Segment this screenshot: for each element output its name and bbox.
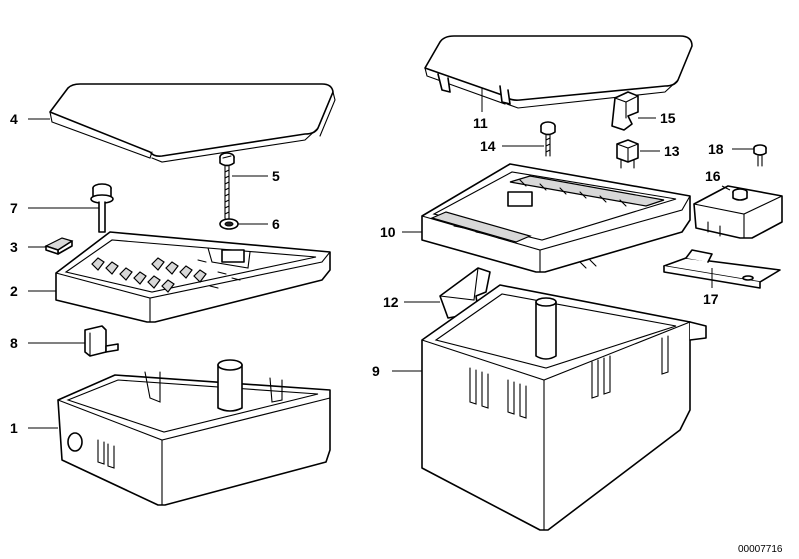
part-16-relay-box: [693, 185, 783, 239]
callout-13: 13: [664, 143, 680, 159]
part-5-screw: [219, 152, 235, 226]
callout-14: 14: [480, 138, 496, 154]
callout-6: 6: [272, 216, 280, 232]
part-4-cover: [49, 83, 336, 163]
part-3-clip: [44, 237, 74, 255]
part-8-bracket: [84, 325, 119, 357]
part-1-housing: [57, 359, 331, 506]
part-6-washer: [219, 218, 239, 230]
callout-2: 2: [10, 283, 18, 299]
part-14-screw: [540, 121, 556, 157]
callout-4: 4: [10, 111, 18, 127]
part-2-fuse-tray: [55, 231, 331, 323]
callout-5: 5: [272, 168, 280, 184]
callout-3: 3: [10, 239, 18, 255]
part-9-housing: [421, 284, 707, 531]
callout-17: 17: [703, 291, 719, 307]
part-17-bracket: [663, 249, 781, 289]
part-13-fuse: [616, 139, 639, 169]
callout-12: 12: [383, 294, 399, 310]
part-15-clip: [611, 91, 639, 131]
callout-9: 9: [372, 363, 380, 379]
callout-8: 8: [10, 335, 18, 351]
part-11-cover: [424, 35, 693, 109]
part-10-fuse-box-top: [421, 163, 691, 273]
part-18-screw: [753, 144, 767, 167]
callout-18: 18: [708, 141, 724, 157]
callout-11: 11: [473, 115, 488, 131]
callout-15: 15: [660, 110, 676, 126]
callout-labels: 1 2 3 4 5 6 7 8 9 10 11 12 13 14 15 16 1…: [10, 110, 724, 436]
leader-lines: [28, 88, 754, 429]
reference-number: 00007716: [738, 544, 783, 555]
callout-1: 1: [10, 420, 18, 436]
callout-16: 16: [705, 168, 721, 184]
callout-10: 10: [380, 224, 396, 240]
part-7-bolt: [90, 183, 114, 233]
callout-7: 7: [10, 200, 18, 216]
